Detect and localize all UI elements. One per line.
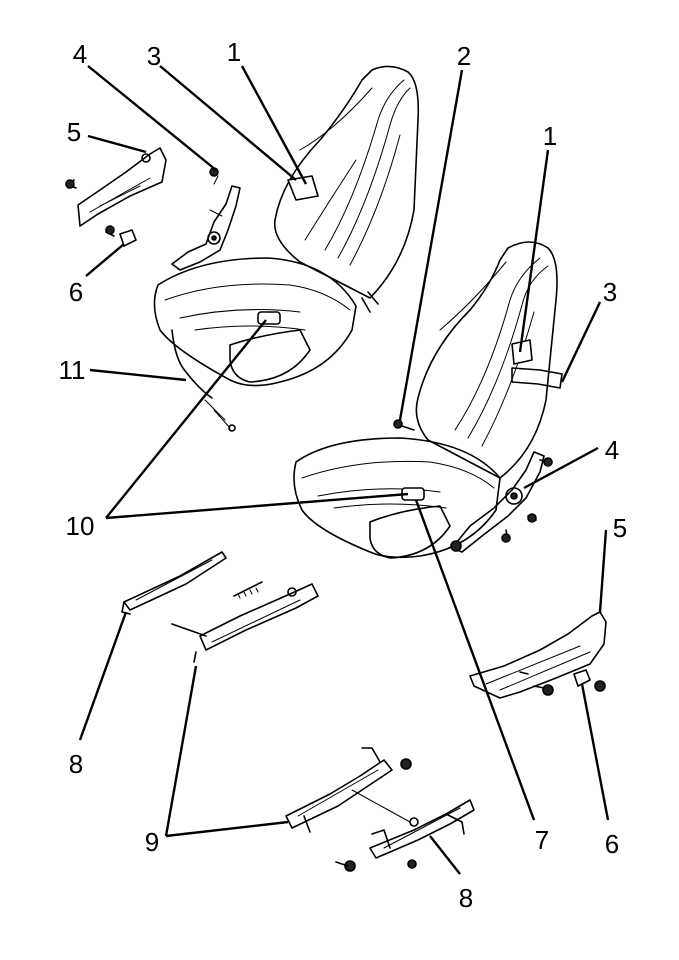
callout-5-upper: 5 — [66, 117, 82, 147]
callout-10: 10 — [65, 511, 95, 541]
left-seat-track — [121, 551, 227, 615]
front-knob — [573, 669, 606, 692]
callout-3-upper: 3 — [146, 41, 162, 71]
rear-seat — [153, 65, 420, 432]
lower-adjuster-track — [285, 747, 412, 833]
front-seat — [293, 241, 563, 559]
callout-3-right: 3 — [602, 277, 618, 307]
callout-9: 9 — [144, 827, 160, 857]
callout-1-right: 1 — [542, 121, 558, 151]
callout-7: 7 — [534, 825, 550, 855]
callout-11: 11 — [58, 355, 86, 385]
leader-lines — [78, 65, 610, 875]
upper-adjuster-track — [171, 581, 319, 663]
callout-6-right: 6 — [604, 829, 620, 859]
upper-recliner — [171, 167, 241, 271]
front-side-cover — [469, 611, 607, 699]
callout-1-upper: 1 — [226, 37, 242, 67]
callout-4-upper: 4 — [72, 39, 88, 69]
bottom-seat-track — [335, 799, 475, 872]
callout-6-upper: 6 — [68, 277, 84, 307]
callout-5-right: 5 — [612, 513, 628, 543]
callout-4-right: 4 — [604, 435, 620, 465]
front-recliner — [450, 451, 553, 553]
upper-knob — [119, 229, 137, 247]
callout-8-bottom: 8 — [458, 883, 474, 913]
callout-8-left: 8 — [68, 749, 84, 779]
callout-2: 2 — [456, 41, 472, 71]
upper-side-cover — [65, 147, 167, 237]
